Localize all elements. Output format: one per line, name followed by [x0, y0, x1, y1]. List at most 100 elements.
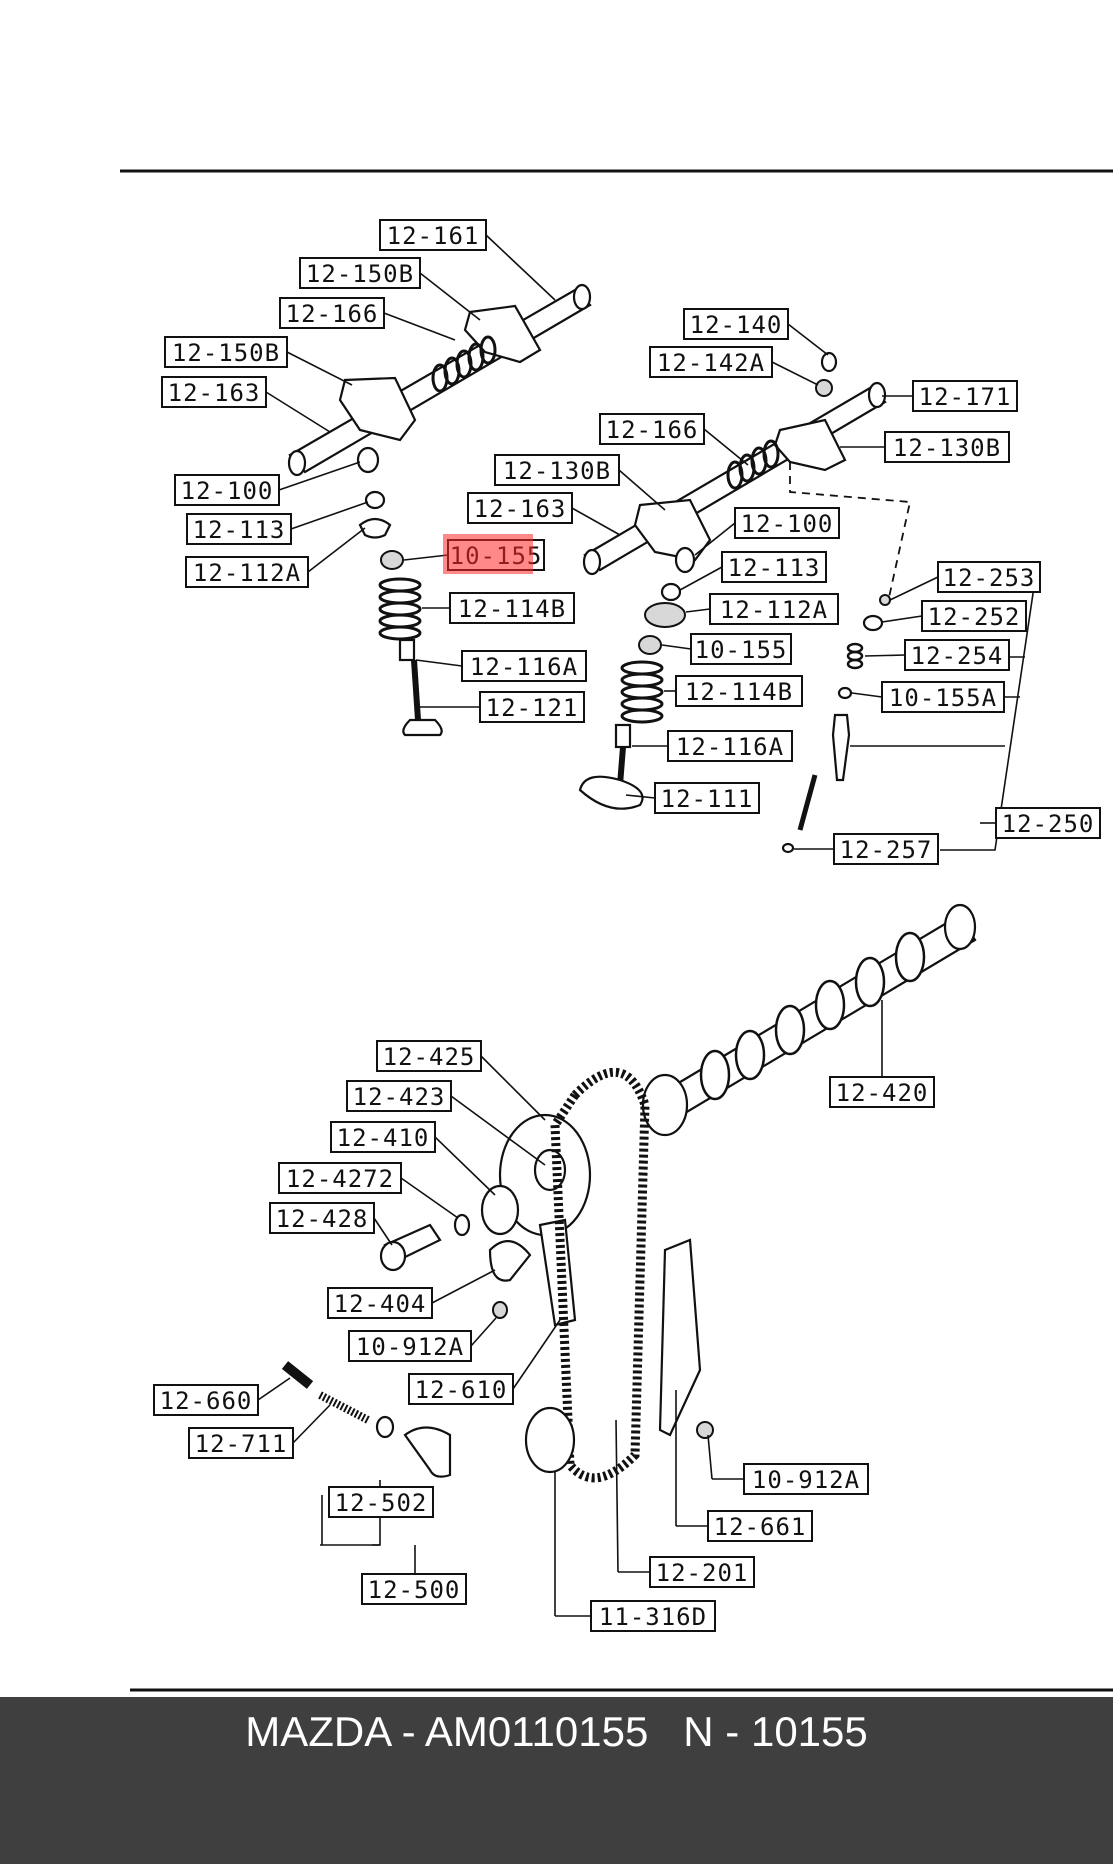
label-12-660[interactable]: 12-660	[153, 1377, 291, 1416]
label-10-912A[interactable]: 10-912A	[348, 1317, 497, 1362]
rocker-shaft-right	[582, 351, 912, 603]
label-12-100[interactable]: 12-100	[174, 461, 361, 506]
svg-text:12-420: 12-420	[836, 1079, 929, 1107]
label-12-252[interactable]: 12-252	[881, 600, 1027, 632]
svg-text:12-111: 12-111	[661, 785, 754, 813]
label-12-113[interactable]: 12-113	[186, 501, 369, 545]
label-12-166-2[interactable]: 12-166	[599, 413, 749, 466]
svg-text:12-114B: 12-114B	[458, 595, 566, 623]
label-12-142A[interactable]: 12-142A	[649, 346, 819, 386]
svg-text:11-316D: 11-316D	[599, 1603, 707, 1631]
svg-text:12-140: 12-140	[690, 311, 783, 339]
label-12-428[interactable]: 12-428	[269, 1202, 393, 1246]
svg-text:12-410: 12-410	[337, 1124, 430, 1152]
label-12-425[interactable]: 12-425	[376, 1040, 546, 1121]
svg-text:10-912A: 10-912A	[356, 1333, 464, 1361]
label-12-254[interactable]: 12-254	[864, 639, 1010, 671]
svg-text:12-252: 12-252	[928, 603, 1021, 631]
svg-text:12-502: 12-502	[335, 1489, 428, 1517]
svg-text:12-257: 12-257	[840, 836, 933, 864]
highlight-marker	[443, 534, 533, 574]
camshaft	[641, 903, 977, 1137]
svg-text:12-150B: 12-150B	[172, 339, 280, 367]
label-12-500[interactable]: 12-500	[361, 1573, 467, 1605]
svg-text:12-100: 12-100	[181, 477, 274, 505]
label-12-140[interactable]: 12-140	[683, 308, 829, 356]
label-12-100-2[interactable]: 12-100	[694, 507, 840, 556]
svg-text:12-166: 12-166	[606, 416, 699, 444]
label-12-711[interactable]: 12-711	[188, 1404, 331, 1459]
label-12-113-2[interactable]: 12-113	[679, 551, 827, 591]
label-12-410[interactable]: 12-410	[330, 1121, 496, 1196]
label-12-116A[interactable]: 12-116A	[415, 650, 587, 682]
svg-text:12-163: 12-163	[474, 495, 567, 523]
label-12-112A[interactable]: 12-112A	[185, 527, 366, 588]
label-12-163-2[interactable]: 12-163	[467, 492, 621, 536]
label-12-4272[interactable]: 12-4272	[278, 1162, 459, 1219]
label-10-912A-2[interactable]: 10-912A	[707, 1434, 869, 1495]
svg-text:12-254: 12-254	[911, 642, 1004, 670]
label-12-257[interactable]: 12-257	[794, 833, 939, 865]
label-12-111[interactable]: 12-111	[625, 782, 760, 814]
label-10-155A[interactable]: 10-155A	[851, 681, 1005, 713]
label-12-502[interactable]: 12-502	[328, 1486, 434, 1518]
parts-diagram: 12-161 12-150B 12-166 12-150B 12-163 12-…	[120, 169, 1113, 1692]
svg-text:12-711: 12-711	[195, 1430, 288, 1458]
svg-text:12-500: 12-500	[368, 1576, 461, 1604]
label-12-150B[interactable]: 12-150B	[299, 257, 481, 321]
svg-text:12-161: 12-161	[387, 222, 480, 250]
svg-text:10-912A: 10-912A	[752, 1466, 860, 1494]
svg-text:12-142A: 12-142A	[657, 349, 765, 377]
svg-text:12-121: 12-121	[486, 694, 579, 722]
svg-text:12-661: 12-661	[714, 1513, 807, 1541]
label-12-130B[interactable]: 12-130B	[840, 431, 1010, 463]
footer-bar: MAZDA - AM0110155 N - 10155	[0, 1697, 1113, 1864]
label-12-121[interactable]: 12-121	[420, 691, 585, 723]
svg-text:12-610: 12-610	[415, 1376, 508, 1404]
svg-text:12-114B: 12-114B	[685, 678, 793, 706]
label-10-155-2[interactable]: 10-155	[661, 633, 792, 665]
label-11-316D[interactable]: 11-316D	[554, 1472, 716, 1632]
svg-text:12-423: 12-423	[353, 1083, 446, 1111]
svg-text:12-250: 12-250	[1002, 810, 1095, 838]
label-12-250[interactable]: 12-250	[980, 807, 1101, 839]
svg-text:12-116A: 12-116A	[470, 653, 578, 681]
rocker-shaft-left	[287, 283, 592, 477]
label-12-171[interactable]: 12-171	[882, 380, 1018, 412]
svg-text:12-116A: 12-116A	[676, 733, 784, 761]
label-12-163[interactable]: 12-163	[161, 376, 331, 433]
label-12-166[interactable]: 12-166	[279, 297, 456, 341]
timing-gears	[281, 1067, 714, 1580]
svg-text:12-163: 12-163	[168, 379, 261, 407]
svg-text:12-112A: 12-112A	[720, 596, 828, 624]
label-12-253[interactable]: 12-253	[889, 561, 1041, 601]
label-12-114B[interactable]: 12-114B	[422, 592, 575, 624]
valve-group-right	[578, 546, 696, 810]
label-12-130B-2[interactable]: 12-130B	[494, 454, 666, 511]
label-12-404[interactable]: 12-404	[327, 1269, 496, 1319]
svg-text:12-253: 12-253	[943, 564, 1036, 592]
svg-text:10-155A: 10-155A	[889, 684, 997, 712]
svg-text:12-113: 12-113	[193, 516, 286, 544]
label-12-150B-2[interactable]: 12-150B	[164, 336, 353, 386]
part-labels: 12-161 12-150B 12-166 12-150B 12-163 12-…	[153, 219, 1101, 1632]
label-12-420[interactable]: 12-420	[829, 1000, 935, 1108]
label-12-116A-2[interactable]: 12-116A	[632, 730, 793, 762]
svg-text:12-150B: 12-150B	[306, 260, 414, 288]
label-12-201[interactable]: 12-201	[615, 1419, 755, 1588]
label-12-423[interactable]: 12-423	[346, 1080, 546, 1166]
svg-text:12-425: 12-425	[383, 1043, 476, 1071]
svg-text:12-4272: 12-4272	[286, 1165, 394, 1193]
svg-text:12-130B: 12-130B	[893, 434, 1001, 462]
svg-text:12-428: 12-428	[276, 1205, 369, 1233]
svg-text:12-166: 12-166	[286, 300, 379, 328]
label-12-610[interactable]: 12-610	[408, 1319, 561, 1405]
valve-group-left	[356, 446, 443, 737]
label-12-112A-2[interactable]: 12-112A	[685, 593, 839, 625]
label-12-114B-2[interactable]: 12-114B	[664, 675, 803, 707]
svg-text:10-155: 10-155	[695, 636, 788, 664]
label-12-161[interactable]: 12-161	[379, 219, 556, 301]
label-12-661[interactable]: 12-661	[675, 1390, 813, 1542]
svg-text:12-660: 12-660	[160, 1387, 253, 1415]
svg-text:12-404: 12-404	[334, 1290, 427, 1318]
